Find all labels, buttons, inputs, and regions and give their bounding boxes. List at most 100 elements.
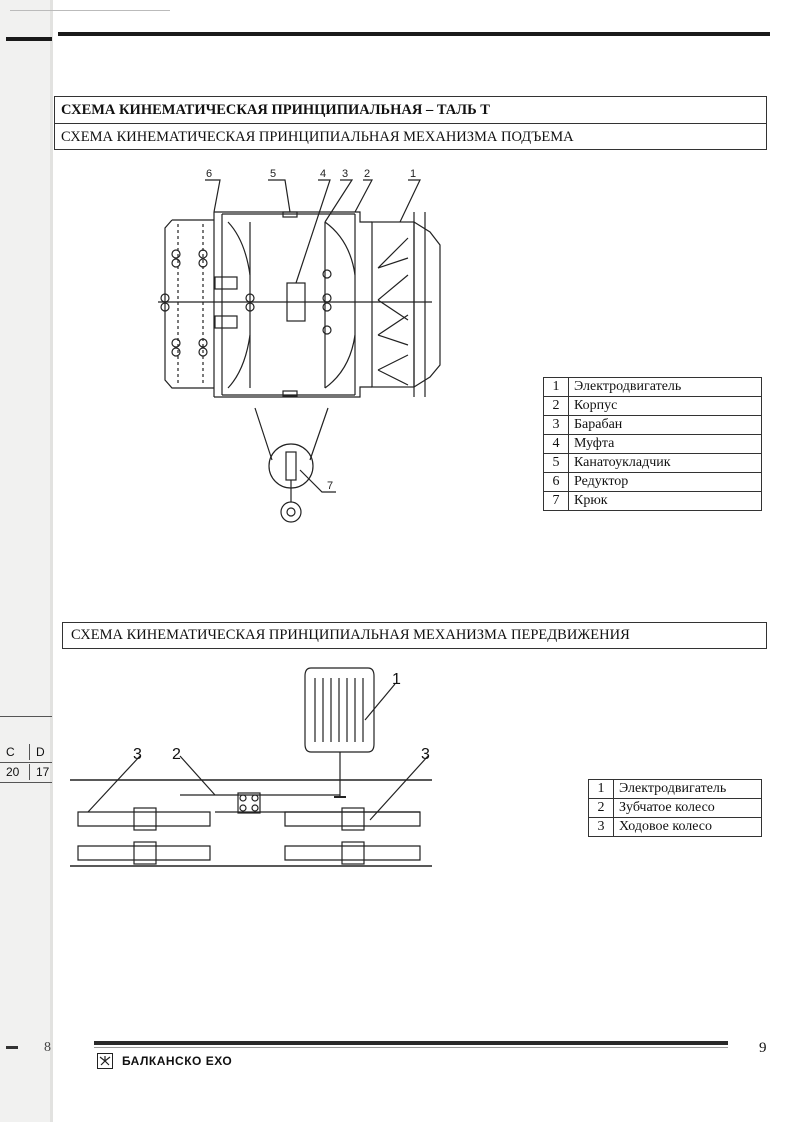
legend-label: Зубчатое колесо bbox=[613, 798, 762, 818]
rope-guide-bottom bbox=[282, 390, 298, 397]
callout-5: 5 bbox=[270, 168, 276, 180]
callout-3: 3 bbox=[342, 168, 348, 180]
callout-leader-1 bbox=[364, 683, 396, 721]
callout-3-right: 3 bbox=[421, 746, 430, 763]
drum-curves bbox=[324, 221, 356, 389]
hook-eye bbox=[286, 507, 296, 517]
callout-6: 6 bbox=[206, 168, 212, 180]
callout-leader-1 bbox=[399, 179, 421, 223]
bearing bbox=[245, 293, 255, 303]
fragment-value-d: 17 bbox=[36, 765, 50, 779]
gearbox-bearing bbox=[171, 249, 181, 259]
main-heading-box: СХЕМА КИНЕМАТИЧЕСКАЯ ПРИНЦИПИАЛЬНАЯ – ТА… bbox=[54, 96, 767, 150]
gearbox-bearing bbox=[171, 347, 181, 357]
top-thin-rule bbox=[10, 10, 170, 11]
running-wheel-left-bottom bbox=[77, 845, 211, 861]
gear-pair-lower bbox=[214, 315, 238, 329]
running-wheel-left-top bbox=[77, 811, 211, 827]
fragment-header-c: C bbox=[0, 744, 30, 760]
travel-motor-fins bbox=[314, 678, 364, 742]
callout-leader-2 bbox=[179, 755, 216, 796]
legend-number: 2 bbox=[588, 798, 614, 818]
brand-logo-icon bbox=[97, 1053, 113, 1069]
gear-pair-upper bbox=[214, 276, 238, 290]
gearbox-bearing bbox=[171, 258, 181, 268]
motor-windings bbox=[377, 237, 409, 386]
header-rule-left bbox=[6, 37, 52, 41]
hook bbox=[280, 501, 302, 523]
bearing bbox=[245, 302, 255, 312]
drum-shell bbox=[249, 222, 326, 388]
page-gutter bbox=[50, 0, 53, 1122]
bearing bbox=[322, 293, 332, 303]
page-title: СХЕМА КИНЕМАТИЧЕСКАЯ ПРИНЦИПИАЛЬНАЯ – ТА… bbox=[55, 97, 766, 124]
bearing bbox=[322, 269, 332, 279]
gearbox-bearing bbox=[198, 338, 208, 348]
hook-ropes bbox=[254, 407, 329, 461]
bearing bbox=[322, 302, 332, 312]
footer-brand: БАЛКАНСКО ЕХО bbox=[122, 1054, 233, 1068]
bearing bbox=[322, 325, 332, 335]
footer-rule-thin bbox=[94, 1047, 728, 1048]
gearbox-bearing bbox=[198, 258, 208, 268]
callout-leader-4 bbox=[295, 179, 331, 284]
legend-number: 1 bbox=[588, 779, 614, 799]
legend-label: Электродвигатель bbox=[613, 779, 762, 799]
travel-motor-body bbox=[304, 667, 375, 753]
callout-2: 2 bbox=[364, 168, 370, 180]
callout-7: 7 bbox=[327, 480, 333, 492]
legend-number: 3 bbox=[588, 817, 614, 837]
previous-page-edge bbox=[0, 0, 52, 1122]
wheel-bearing bbox=[133, 807, 157, 831]
callout-1: 1 bbox=[392, 671, 401, 688]
page-number: 9 bbox=[759, 1040, 767, 1056]
legend-label: Крюк bbox=[568, 491, 762, 511]
callout-leader-3-left bbox=[87, 755, 141, 813]
callout-leader-3-right bbox=[369, 755, 429, 821]
gear-wheel-bearing bbox=[237, 792, 261, 814]
bearing-ball bbox=[251, 794, 259, 802]
lifting-section-title: СХЕМА КИНЕМАТИЧЕСКАЯ ПРИНЦИПИАЛЬНАЯ МЕХА… bbox=[61, 129, 574, 145]
gearbox-bearing bbox=[198, 347, 208, 357]
travel-section-title: СХЕМА КИНЕМАТИЧЕСКАЯ ПРИНЦИПИАЛЬНАЯ МЕХА… bbox=[62, 622, 767, 649]
running-wheel-right-top bbox=[284, 811, 421, 827]
bearing-ball bbox=[239, 804, 247, 812]
callout-leader-5 bbox=[268, 179, 291, 213]
gearbox-bearing bbox=[171, 338, 181, 348]
callout-4: 4 bbox=[320, 168, 326, 180]
callout-leader-2 bbox=[354, 179, 373, 213]
bearing-ball bbox=[251, 804, 259, 812]
gearbox-bearing bbox=[198, 249, 208, 259]
callout-3-left: 3 bbox=[133, 746, 142, 763]
gearbox-bearing bbox=[160, 293, 170, 303]
fragment-header-d: D bbox=[36, 745, 45, 759]
wheel-bearing bbox=[341, 841, 365, 865]
footer-rule bbox=[94, 1041, 728, 1045]
wheel-bearing bbox=[133, 841, 157, 865]
header-rule bbox=[58, 32, 770, 36]
running-wheel-right-bottom bbox=[284, 845, 421, 861]
drum-curves-left bbox=[227, 221, 251, 389]
callout-2: 2 bbox=[172, 746, 181, 763]
callout-1: 1 bbox=[410, 168, 416, 180]
wheel-bearing bbox=[341, 807, 365, 831]
gearbox-housing bbox=[164, 219, 214, 389]
housing-inner-walls bbox=[221, 214, 356, 395]
callout-leader-3 bbox=[324, 179, 354, 223]
callout-leader-6 bbox=[205, 179, 221, 213]
previous-page-number: 8 bbox=[44, 1040, 51, 1055]
legend-label: Ходовое колесо bbox=[613, 817, 762, 837]
left-page-mark bbox=[6, 1046, 18, 1049]
callout-leader-7 bbox=[299, 469, 336, 493]
gearbox-bearing bbox=[160, 302, 170, 312]
